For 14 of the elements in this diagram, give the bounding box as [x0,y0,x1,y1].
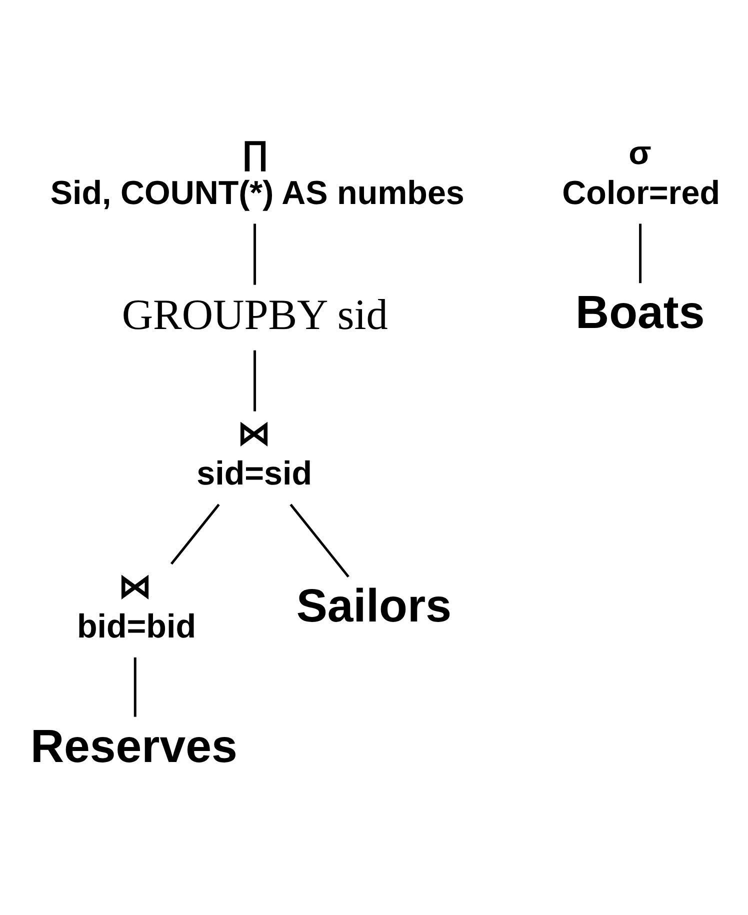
connector [254,350,256,411]
node-text: GROUPBY sid [122,291,388,338]
node-text: ∏ Sid, COUNT(*) AS numbes [50,134,464,212]
connector [170,503,220,564]
connector [639,223,642,283]
node-text: Sailors [296,579,452,632]
node-text: σ Color=red [562,134,720,212]
node-text: ⋈ sid=sid [196,415,312,492]
node-text: Reserves [30,719,238,772]
node-text: ⋈ bid=bid [76,568,196,645]
connector [290,503,350,577]
connector [134,656,136,716]
connector [254,223,256,284]
node-text: Boats [575,286,705,338]
